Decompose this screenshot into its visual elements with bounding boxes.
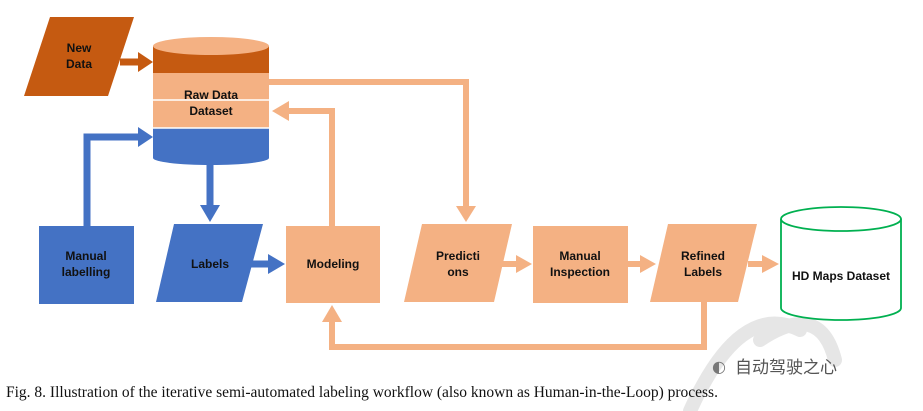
node-hd-maps-dataset: HD Maps Dataset	[780, 206, 902, 321]
figure-caption: Fig. 8. Illustration of the iterative se…	[6, 384, 718, 401]
arrow-refined-to-hdmaps	[748, 255, 779, 273]
predictions-line-2: ons	[447, 265, 469, 279]
node-modeling: Modeling	[286, 226, 380, 303]
arrow-inspection-to-refined	[628, 255, 656, 273]
manual-labelling-line-2: labelling	[62, 265, 111, 279]
new-data-line-2: Data	[66, 57, 92, 71]
node-predictions: Predicti ons	[404, 224, 512, 302]
arrow-predictions-to-inspection	[500, 255, 532, 273]
refined-labels-line-2: Labels	[684, 265, 722, 279]
arrow-newdata-to-raw	[120, 52, 153, 72]
manual-labelling-line-1: Manual	[65, 249, 106, 263]
predictions-line-1: Predicti	[436, 249, 480, 263]
refined-labels-line-1: Refined	[681, 249, 725, 263]
node-raw-data-dataset: Raw Data Dataset	[153, 37, 269, 165]
arrow-raw-to-predictions	[268, 79, 476, 222]
watermark-curves	[683, 316, 842, 411]
node-refined-labels: Refined Labels	[650, 224, 757, 302]
hd-maps-line-1: HD Maps Dataset	[792, 269, 890, 283]
wechat-icon: ◐	[712, 357, 726, 376]
new-data-line-1: New	[67, 41, 92, 55]
raw-data-line-2: Dataset	[189, 104, 232, 118]
raw-data-line-1: Raw Data	[184, 88, 238, 102]
arrow-raw-to-labels	[200, 158, 220, 222]
modeling-line-1: Modeling	[307, 257, 360, 271]
watermark-text: 自动驾驶之心	[735, 358, 837, 378]
arrow-modeling-to-raw	[272, 101, 335, 226]
arrow-labelling-to-raw	[83, 127, 153, 226]
manual-inspection-line-1: Manual	[559, 249, 600, 263]
node-manual-inspection: Manual Inspection	[533, 226, 628, 303]
labels-line-1: Labels	[191, 257, 229, 271]
arrow-refined-to-modeling	[322, 302, 707, 350]
node-labels: Labels	[156, 224, 263, 302]
node-new-data: New Data	[24, 17, 134, 96]
node-manual-labelling: Manual labelling	[39, 226, 134, 304]
manual-inspection-line-2: Inspection	[550, 265, 610, 279]
